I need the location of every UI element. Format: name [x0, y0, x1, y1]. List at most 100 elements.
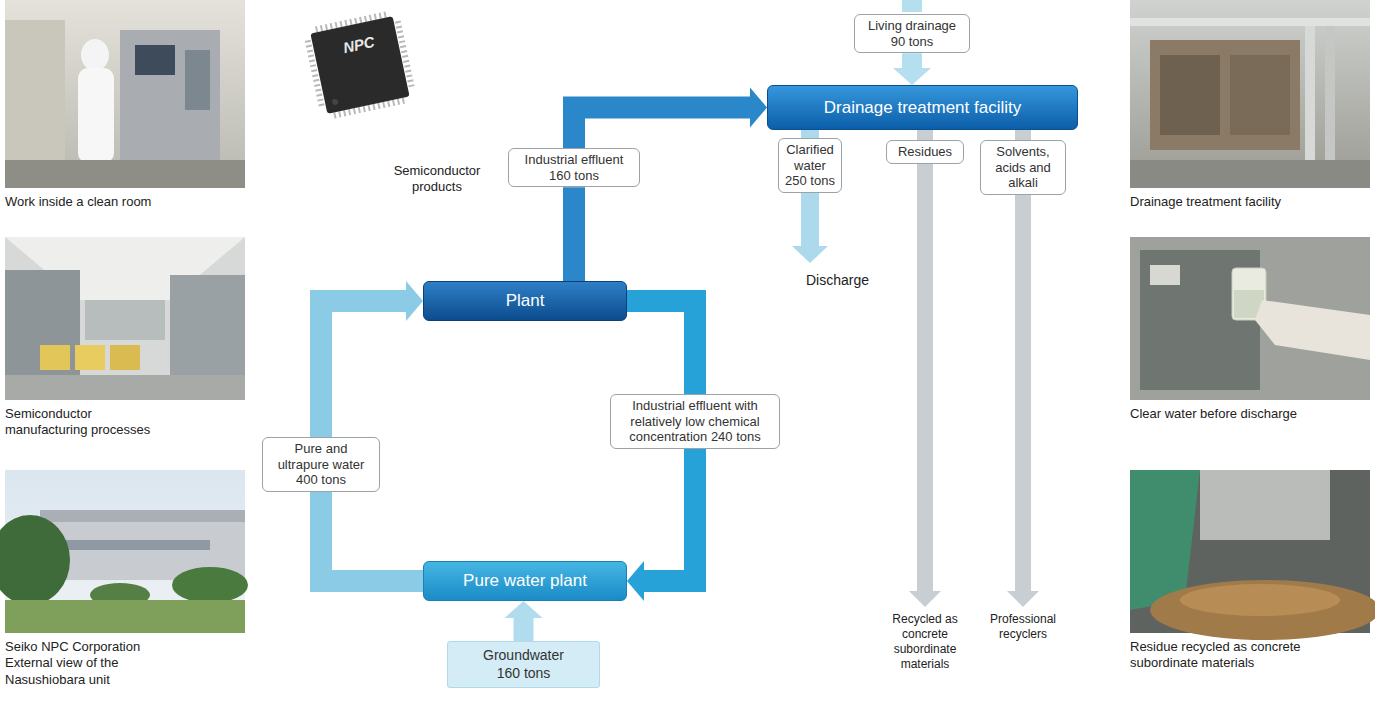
bush [172, 567, 248, 603]
tank-panel [1230, 55, 1290, 135]
node-text: Drainage treatment facility [824, 98, 1021, 118]
flow-arrow [810, 130, 811, 138]
tank-panel [1160, 55, 1220, 135]
node-text: Industrial effluent with relatively low … [617, 398, 773, 445]
photo-caption: Clear water before discharge [1130, 406, 1370, 422]
clean-room-photo [5, 0, 245, 188]
machine-panel [185, 50, 210, 110]
flow-line [1015, 130, 1031, 140]
flow-line [801, 130, 819, 138]
flow-line [917, 130, 933, 140]
node-text: Clarified water 250 tons [785, 142, 835, 189]
photo-caption: Work inside a clean room [5, 194, 245, 210]
outflow-label: Recycled as concrete subordinate materia… [878, 612, 972, 672]
flow-arrow [574, 88, 767, 149]
tank [1150, 40, 1300, 150]
inflow-arrow [902, 0, 922, 12]
flow-label-box: Solvents, acids and alkali [980, 140, 1066, 195]
arrow-head [627, 561, 644, 601]
flow-line [627, 301, 695, 394]
floor [1130, 160, 1370, 188]
flow-label-box: Industrial effluent 160 tons [508, 148, 640, 187]
photo-ground [1130, 0, 1370, 188]
flow-arrow [321, 281, 423, 437]
residue-pile [1150, 580, 1375, 640]
floor [5, 375, 245, 400]
solvent-arrow [1015, 170, 1031, 592]
chip-dimple [332, 98, 339, 105]
building-roof [40, 510, 245, 522]
arrow-head [505, 601, 543, 618]
node-text: Industrial effluent 160 tons [515, 152, 633, 183]
arrow-head [893, 68, 931, 85]
flow-line [644, 449, 696, 581]
node-text: Groundwater 160 tons [478, 647, 570, 682]
photo-ground [5, 0, 245, 188]
floor [5, 160, 245, 188]
flow-label-box: Industrial effluent with relatively low … [610, 394, 780, 449]
flow-arrow [627, 449, 695, 601]
flow-label-box: Pure and ultrapure water 400 tons [262, 437, 380, 492]
residue-arrow [917, 150, 933, 592]
machine [120, 30, 220, 160]
outflow-label: Discharge [806, 272, 896, 290]
pipe [1325, 20, 1335, 170]
windows [60, 540, 210, 550]
photo-ground [5, 237, 245, 400]
equipment-left [5, 270, 80, 380]
pipe [1130, 18, 1370, 26]
drainage-facility-photo [1130, 0, 1370, 188]
flow-label-box: Clarified water 250 tons [778, 138, 842, 193]
chip-illustration [306, 12, 414, 117]
node-text: Plant [506, 291, 545, 311]
equipment-right [170, 275, 245, 380]
flow-line [574, 108, 751, 149]
gloved-arm [1255, 300, 1370, 360]
photo-caption: Drainage treatment facility [1130, 194, 1370, 210]
flow-label-box: Residues [886, 140, 964, 164]
flow-line [321, 492, 423, 581]
photo-caption: Semiconductor manufacturing processes [5, 406, 175, 439]
flow-arrow [321, 492, 423, 581]
worker-head [81, 39, 109, 71]
arrow-head [909, 591, 941, 607]
photo-caption: Residue recycled as concrete subordinate… [1130, 639, 1345, 672]
arrow-head [406, 281, 423, 321]
worker-suit [78, 68, 114, 163]
flow-line [902, 53, 922, 68]
yellow-bin [110, 345, 140, 370]
process-box: Plant [423, 281, 627, 321]
process-box: Drainage treatment facility [767, 85, 1078, 130]
arrow-head [750, 88, 767, 128]
flow-arrow [925, 130, 926, 140]
press-frame [1200, 470, 1330, 540]
machine-screen [135, 45, 175, 75]
chip-body [310, 16, 409, 114]
flow-arrow [893, 53, 931, 85]
photo-ground [1130, 237, 1370, 400]
lawn [5, 600, 245, 633]
manufacturing-photo [5, 237, 245, 400]
node-text: Pure water plant [463, 571, 587, 591]
flow-label-box: Living drainage 90 tons [854, 14, 970, 53]
residue-photo [1130, 470, 1375, 640]
arrow-head [792, 246, 828, 263]
residue-top [1180, 584, 1340, 616]
photo-caption: Seiko NPC Corporation External view of t… [5, 639, 165, 688]
flow-arrow [627, 301, 695, 394]
node-text: Residues [898, 144, 952, 160]
yellow-bin [40, 345, 70, 370]
process-box: Pure water plant [423, 561, 627, 601]
node-text: Living drainage 90 tons [861, 18, 963, 49]
building-photo [0, 470, 248, 633]
wall-panel [5, 20, 65, 160]
node-text: Solvents, acids and alkali [987, 144, 1059, 191]
outflow-label: Professional recyclers [984, 612, 1062, 642]
equipment-center [85, 300, 165, 340]
flow-line [321, 301, 407, 437]
flow-arrow [505, 601, 543, 641]
flow-line [563, 187, 585, 281]
flow-arrow [574, 187, 575, 281]
